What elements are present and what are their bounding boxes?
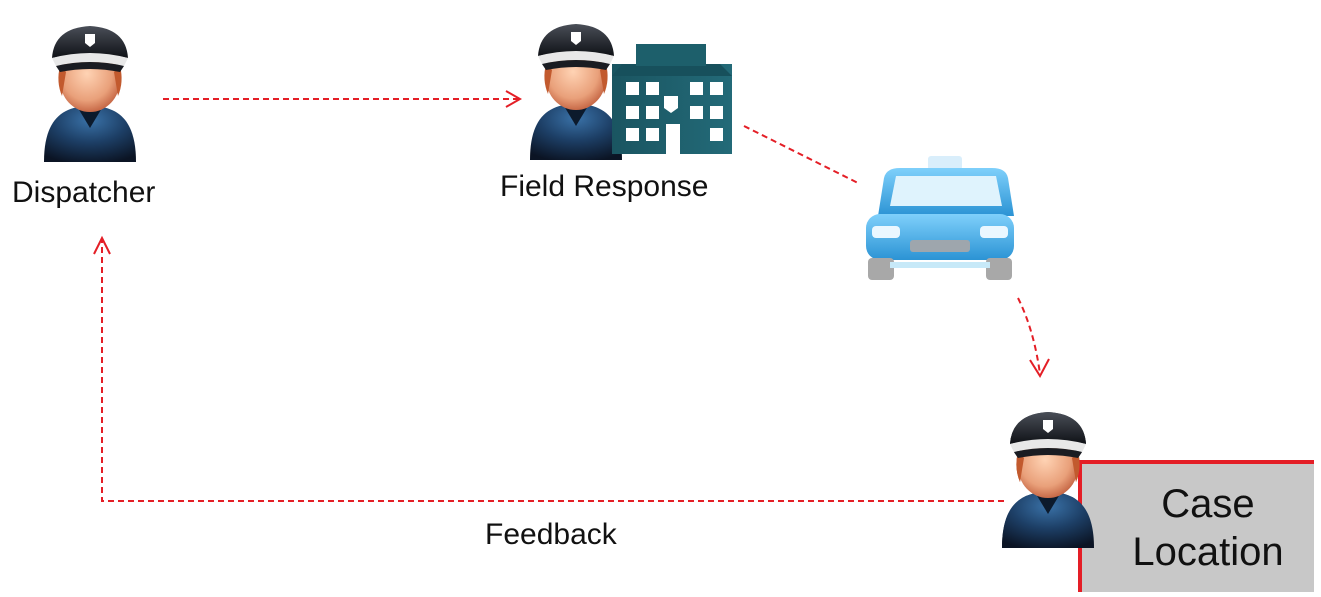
case-location-box: Case Location (1078, 460, 1314, 592)
feedback-label: Feedback (485, 518, 617, 551)
dispatcher-officer-icon (44, 26, 136, 162)
arrow-feedback (93, 235, 1004, 502)
arrow-field-to-car (743, 125, 861, 185)
arrow-car-to-case (1017, 297, 1050, 379)
case-location-label-line1: Case (1161, 482, 1255, 526)
arrow-dispatcher-to-field (163, 90, 523, 108)
police-car-icon (866, 156, 1014, 280)
police-station-icon (612, 44, 732, 154)
dispatcher-label: Dispatcher (12, 176, 156, 209)
field-officer-icon (530, 24, 622, 160)
field-response-label: Field Response (500, 170, 709, 203)
case-location-label-line2: Location (1132, 530, 1284, 574)
